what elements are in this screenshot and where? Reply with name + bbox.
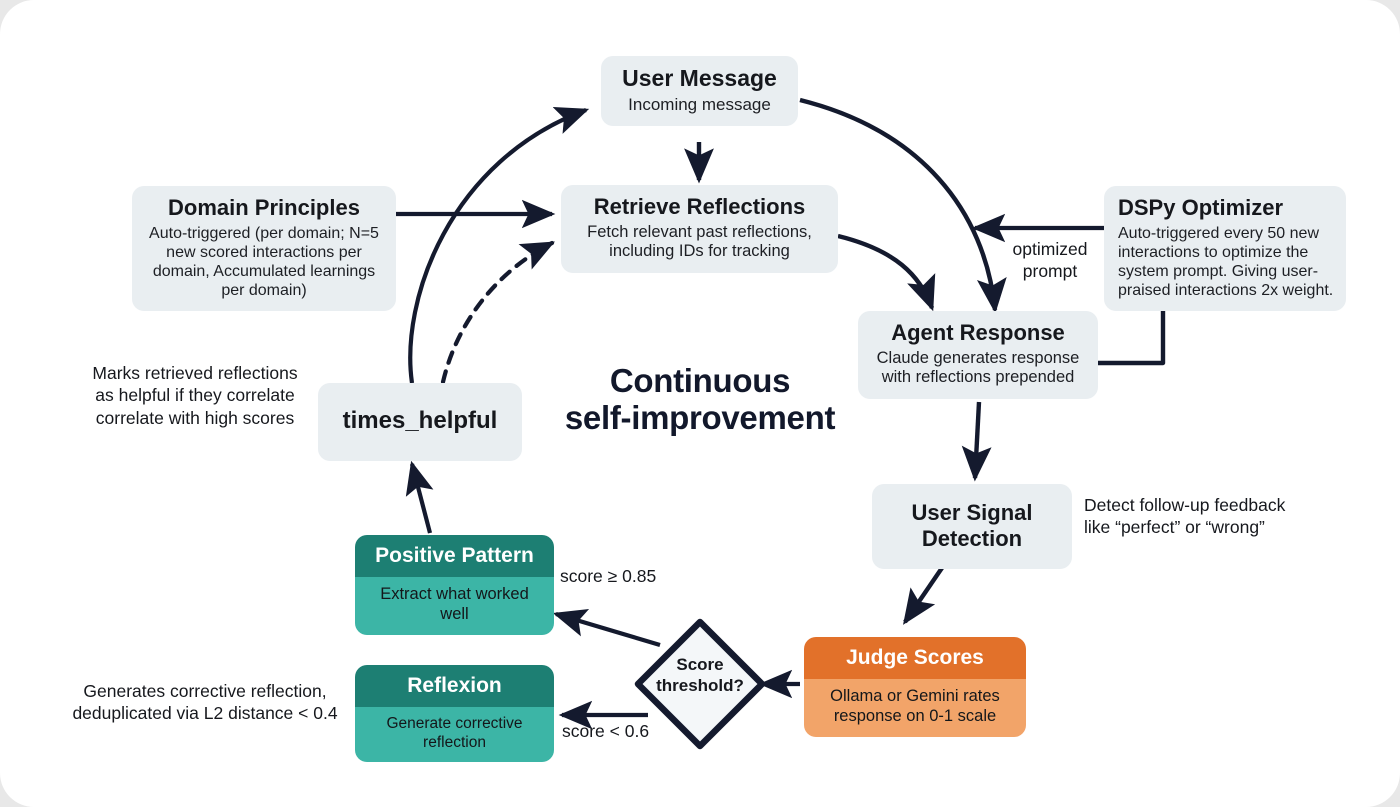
node-agent-response-sub: Claude generates response with reflectio…	[876, 348, 1080, 387]
node-times-helpful-title: times_helpful	[342, 407, 498, 434]
node-agent-response-title: Agent Response	[891, 320, 1065, 345]
edge-label-score-high: score ≥ 0.85	[560, 566, 657, 586]
node-times-helpful[interactable]: times_helpful	[318, 383, 522, 461]
annotation-user-signal: Detect follow-up feedback like “perfect”…	[1084, 495, 1286, 538]
edge-positive-pattern-to-times-helpful	[405, 460, 434, 534]
node-dspy-optimizer-sub: Auto-triggered every 50 new interactions…	[1118, 224, 1334, 300]
annotation-reflexion: Generates corrective reflection, dedupli…	[72, 681, 338, 724]
node-user-message[interactable]: User Message Incoming message	[601, 56, 798, 127]
center-title-line2: self-improvement	[564, 398, 836, 436]
edge-times-helpful-to-user-message	[408, 107, 590, 384]
node-domain-principles[interactable]: Domain Principles Auto-triggered (per do…	[132, 186, 396, 312]
annotation-times-helpful: Marks retrieved reflections as helpful i…	[92, 363, 298, 428]
node-score-threshold-line2: threshold?	[656, 676, 744, 695]
node-user-signal-detection[interactable]: User Signal Detection	[872, 484, 1072, 570]
node-user-signal-detection-title: User Signal Detection	[911, 500, 1033, 551]
node-judge-scores[interactable]: Judge Scores Ollama or Gemini rates resp…	[804, 637, 1026, 737]
node-reflexion-body: Generate corrective reflection	[355, 707, 554, 763]
edge-user-signal-to-judge-scores	[903, 560, 948, 625]
node-judge-scores-body: Ollama or Gemini rates response on 0-1 s…	[804, 679, 1026, 737]
node-user-message-sub: Incoming message	[628, 94, 771, 114]
node-positive-pattern-header: Positive Pattern	[355, 535, 554, 578]
edge-label-optimized-prompt: optimized prompt	[1012, 239, 1088, 282]
node-dspy-optimizer-title: DSPy Optimizer	[1118, 195, 1284, 220]
node-domain-principles-sub: Auto-triggered (per domain; N=5 new scor…	[149, 224, 379, 300]
node-positive-pattern-body: Extract what worked well	[355, 577, 554, 635]
node-reflexion-header: Reflexion	[355, 665, 554, 708]
center-title: Continuous self-improvement	[550, 362, 850, 437]
node-positive-pattern[interactable]: Positive Pattern Extract what worked wel…	[355, 535, 554, 635]
edge-agent-response-to-user-signal	[961, 401, 992, 482]
node-user-message-title: User Message	[622, 65, 777, 91]
edge-score-threshold-to-positive-pattern	[552, 608, 661, 648]
node-retrieve-reflections[interactable]: Retrieve Reflections Fetch relevant past…	[561, 185, 838, 274]
node-score-threshold-line1: Score	[676, 655, 724, 674]
edge-retrieve-to-agent-response	[837, 233, 936, 312]
node-retrieve-reflections-sub: Fetch relevant past reflections, includi…	[587, 222, 812, 261]
node-judge-scores-header: Judge Scores	[804, 637, 1026, 680]
node-dspy-optimizer[interactable]: DSPy Optimizer Auto-triggered every 50 n…	[1104, 186, 1346, 312]
center-title-line1: Continuous	[609, 362, 791, 399]
node-retrieve-reflections-title: Retrieve Reflections	[593, 194, 806, 219]
edge-label-score-low: score < 0.6	[562, 721, 650, 741]
edge-times-helpful-to-retrieve-dashed	[440, 240, 555, 385]
node-reflexion[interactable]: Reflexion Generate corrective reflection	[355, 665, 554, 763]
edge-agent-response-to-dspy-optimizer	[1098, 310, 1166, 366]
node-agent-response[interactable]: Agent Response Claude generates response…	[858, 311, 1098, 400]
node-domain-principles-title: Domain Principles	[168, 195, 360, 220]
